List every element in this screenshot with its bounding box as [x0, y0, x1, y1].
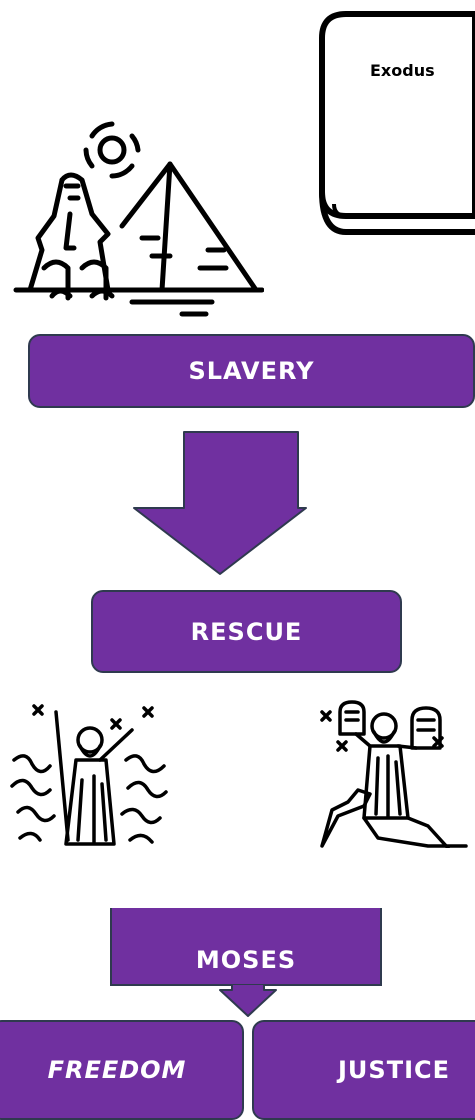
justice-label: JUSTICE [338, 1056, 451, 1084]
moses-label: MOSES [195, 946, 297, 974]
moses-tablets-icon [318, 698, 468, 848]
arrow-down-icon [218, 984, 278, 1018]
arrow-down-icon [132, 430, 308, 576]
moses-box: MOSES [110, 908, 382, 986]
book-title: Exodus [370, 61, 435, 80]
justice-box: JUSTICE [252, 1020, 475, 1120]
rescue-box: RESCUE [91, 590, 402, 673]
freedom-box: FREEDOM [0, 1020, 244, 1120]
slavery-label: SLAVERY [188, 357, 315, 385]
book-icon [316, 10, 475, 240]
sphinx-pyramid-icon [12, 118, 264, 318]
moses-parting-sea-icon [10, 700, 170, 848]
rescue-label: RESCUE [190, 617, 303, 646]
slavery-box: SLAVERY [28, 334, 475, 408]
freedom-label: FREEDOM [47, 1056, 187, 1084]
